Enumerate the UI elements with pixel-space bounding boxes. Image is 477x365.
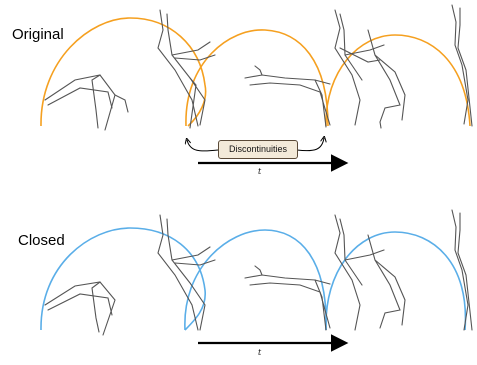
closed-trajectories: [40, 227, 467, 331]
original-skeletons: [44, 4, 473, 131]
left-discontinuity-arrow: [187, 140, 219, 152]
original-arc-2: [185, 29, 329, 127]
closed-arc-3: [325, 231, 467, 331]
time-label-top: t: [258, 167, 262, 176]
discontinuities-callout: Discontinuities: [218, 140, 298, 159]
original-arc-3: [325, 34, 471, 127]
right-discontinuity-arrow: [296, 138, 324, 152]
closed-skeletons: [44, 209, 473, 336]
original-arc-1: [40, 17, 207, 127]
closed-arc-2: [184, 229, 327, 331]
original-trajectories: [40, 17, 471, 127]
time-label-bottom: t: [258, 348, 262, 357]
closed-panel-label: Closed: [18, 232, 65, 249]
closed-arc-1: [40, 227, 206, 331]
discontinuity-arrows: [187, 138, 324, 152]
original-panel-label: Original: [12, 26, 64, 43]
